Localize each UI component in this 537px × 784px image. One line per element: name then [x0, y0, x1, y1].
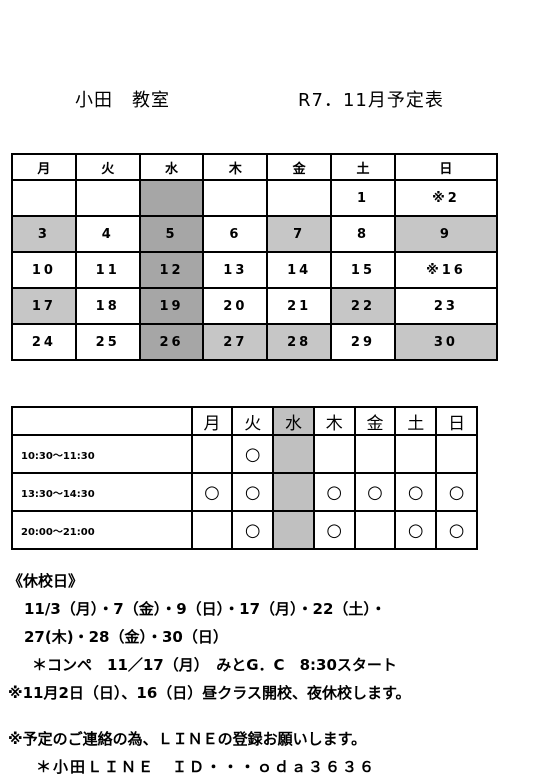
schedule-slot-cell: ○	[312, 510, 356, 550]
calendar-day-cell: 23	[393, 287, 499, 325]
schedule-weekday-row: 月 火 水 木 金 土 日	[11, 406, 478, 436]
schedule-slot-cell	[190, 510, 234, 550]
schedule-slot-cell	[435, 434, 478, 474]
calendar-weekday-mon: 月	[11, 153, 77, 181]
calendar-day-cell: 29	[330, 323, 396, 361]
calendar-day-cell: 17	[11, 287, 77, 325]
calendar-weekday-wed: 水	[138, 153, 205, 181]
schedule-time-row: 13:30～14:30○○○○○○	[11, 472, 478, 512]
calendar-weekday-row: 月 火 水 木 金 土 日	[11, 153, 499, 181]
calendar-day-cell: 10	[11, 251, 77, 289]
calendar-day-cell: 12	[138, 251, 205, 289]
calendar-day-cell: 30	[393, 323, 499, 361]
schedule-weekday-sun: 日	[435, 406, 478, 436]
schedule-slot-cell: ○	[394, 510, 438, 550]
line-registration-request: ※予定のご連絡の為、ＬＩＮＥの登録お願いします。	[8, 730, 367, 748]
calendar-day-cell	[138, 179, 205, 217]
schedule-time-row: 20:00～21:00○○○○	[11, 510, 478, 550]
calendar-day-cell: 18	[74, 287, 141, 325]
calendar-weekday-tue: 火	[74, 153, 141, 181]
schedule-slot-cell: ○	[190, 472, 234, 512]
calendar-day-cell: ※16	[393, 251, 499, 289]
schedule-time-header	[11, 406, 193, 436]
calendar-day-cell: 14	[266, 251, 333, 289]
calendar-weekday-sat: 土	[330, 153, 396, 181]
calendar-week-row: 1※2	[11, 179, 499, 217]
schedule-slot-cell	[353, 434, 397, 474]
schedule-slot-cell: ○	[231, 434, 275, 474]
competition-note: ＊コンペ 11／17（月） みとG．C 8:30スタート	[32, 656, 397, 674]
schedule-slot-cell: ○	[435, 510, 478, 550]
calendar-day-cell: 6	[202, 215, 269, 253]
calendar-day-cell: 3	[11, 215, 77, 253]
calendar-day-cell: 27	[202, 323, 269, 361]
calendar-day-cell: 15	[330, 251, 396, 289]
schedule-slot-cell	[394, 434, 438, 474]
notes-section: 《休校日》 11/3（月）・7（金）・9（日）・17（月）・22（土）・ 27(…	[8, 567, 533, 781]
school-name: 小田 教室	[75, 90, 170, 111]
calendar-day-cell: 28	[266, 323, 333, 361]
schedule-slot-cell	[272, 510, 315, 550]
schedule-slot-cell	[272, 472, 315, 512]
notes-spacer	[8, 707, 533, 725]
schedule-slot-cell: ○	[312, 472, 356, 512]
schedule-weekday-tue: 火	[231, 406, 275, 436]
schedule-title: R7．11月予定表	[298, 90, 444, 111]
schedule-slot-cell: ○	[231, 472, 275, 512]
schedule-weekday-wed: 水	[272, 406, 315, 436]
line-id: ＊小田ＬＩＮＥ ＩＤ・・・ｏｄａ３６３６	[36, 758, 377, 776]
calendar-day-cell: 9	[393, 215, 499, 253]
schedule-slot-cell: ○	[353, 472, 397, 512]
schedule-slot-cell: ○	[435, 472, 478, 512]
schedule-time-label: 20:00～21:00	[11, 510, 193, 550]
calendar-day-cell: 26	[138, 323, 205, 361]
calendar-weekday-fri: 金	[266, 153, 333, 181]
calendar-day-cell	[11, 179, 77, 217]
calendar-day-cell: 7	[266, 215, 333, 253]
calendar-day-cell: 13	[202, 251, 269, 289]
schedule-weekday-sat: 土	[394, 406, 438, 436]
schedule-weekday-fri: 金	[353, 406, 397, 436]
calendar-day-cell: 19	[138, 287, 205, 325]
schedule-slot-cell	[190, 434, 234, 474]
calendar-day-cell: 24	[11, 323, 77, 361]
calendar-day-cell: 5	[138, 215, 205, 253]
schedule-slot-cell	[353, 510, 397, 550]
calendar-day-cell: 22	[330, 287, 396, 325]
calendar-day-cell	[202, 179, 269, 217]
holiday-dates-line-2: 27(木)・28（金）・30（日）	[24, 628, 228, 646]
calendar-day-cell: 1	[330, 179, 396, 217]
schedule-time-row: 10:30～11:30 ○	[11, 434, 478, 474]
calendar-day-cell: 21	[266, 287, 333, 325]
schedule-slot-cell	[312, 434, 356, 474]
special-opening-note: ※11月2日（日）、16（日）昼クラス開校、夜休校します。	[8, 684, 411, 702]
lesson-schedule-table: 月 火 水 木 金 土 日 10:30～11:30○13:30～14:30○○○…	[11, 406, 478, 550]
calendar-day-cell: 25	[74, 323, 141, 361]
calendar-day-cell: 4	[74, 215, 141, 253]
calendar-weekday-thu: 木	[202, 153, 269, 181]
calendar-day-cell: 20	[202, 287, 269, 325]
calendar-weekday-sun: 日	[393, 153, 499, 181]
calendar-day-cell: 8	[330, 215, 396, 253]
schedule-slot-cell	[272, 434, 315, 474]
holiday-dates-line-1: 11/3（月）・7（金）・9（日）・17（月）・22（土）・	[24, 600, 386, 618]
calendar-day-cell	[266, 179, 333, 217]
schedule-weekday-thu: 木	[312, 406, 356, 436]
calendar-day-cell	[74, 179, 141, 217]
holiday-heading: 《休校日》	[8, 572, 84, 590]
calendar-day-cell: ※2	[393, 179, 499, 217]
schedule-slot-cell: ○	[394, 472, 438, 512]
schedule-weekday-mon: 月	[190, 406, 234, 436]
calendar-day-cell: 11	[74, 251, 141, 289]
schedule-time-label: 13:30～14:30	[11, 472, 193, 512]
schedule-time-label: 10:30～11:30	[11, 434, 193, 474]
schedule-slot-cell: ○	[231, 510, 275, 550]
